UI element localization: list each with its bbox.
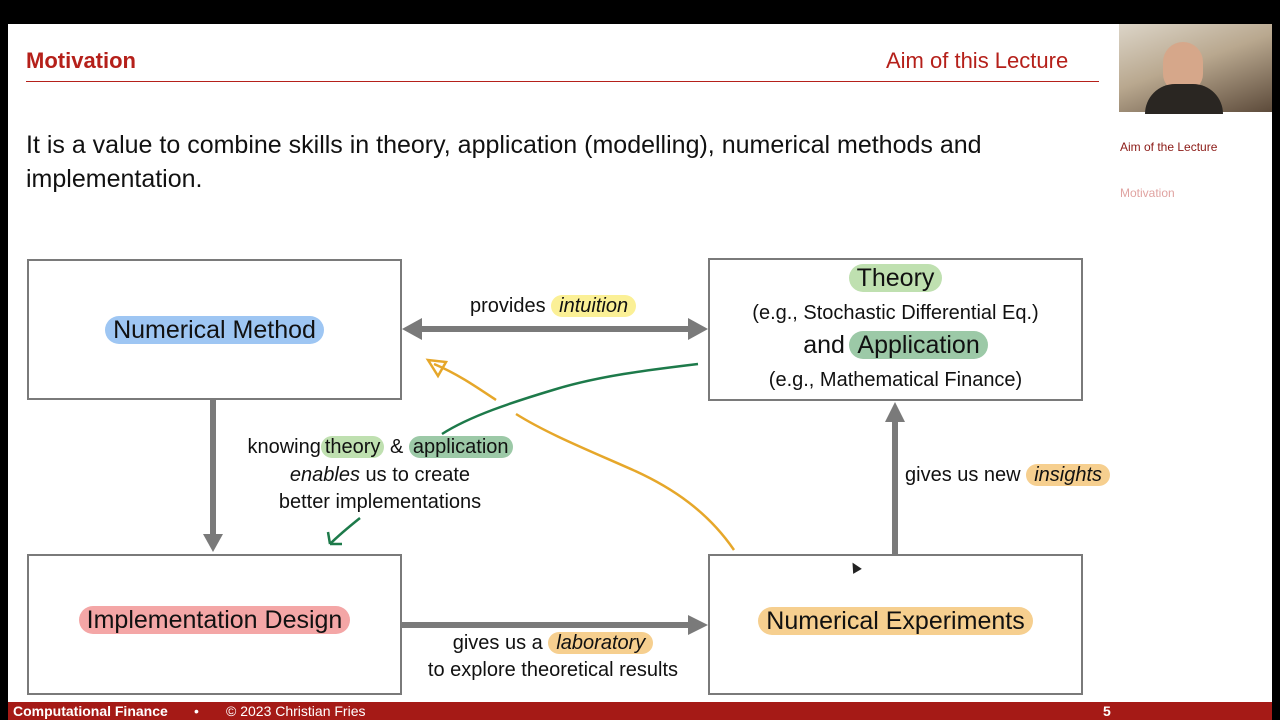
laboratory-line: gives us a laboratory <box>398 632 708 655</box>
green-ink-arrowhead <box>326 517 361 546</box>
theory-label: Theory <box>848 264 943 292</box>
implementation-design-box: Implementation Design <box>27 554 402 695</box>
orange-ink-arrowhead <box>425 358 449 379</box>
orange-ink-stroke-upper <box>433 362 497 402</box>
green-ink-stroke <box>441 362 699 436</box>
intuition-emph: intuition <box>551 295 637 317</box>
application-label: Application <box>849 331 988 359</box>
frame-title: Motivation <box>26 48 136 73</box>
numerical-experiments-label: Numerical Experiments <box>758 607 1033 635</box>
insights-prefix: gives us new <box>905 464 1021 486</box>
presenter-face <box>1163 42 1203 92</box>
diagram-arrows <box>203 318 905 635</box>
footer-bar: Computational Finance • © 2023 Christian… <box>8 702 1272 720</box>
webcam-video <box>1119 24 1272 114</box>
knowing-amp: & <box>390 436 404 458</box>
footer-copyright: © 2023 Christian Fries <box>226 703 366 719</box>
theory-application-box: Theory (e.g., Stochastic Differential Eq… <box>708 258 1083 401</box>
numerical-experiments-box: Numerical Experiments <box>708 554 1083 695</box>
arrow-gives-insights <box>885 402 905 554</box>
footer-page-number: 5 <box>1103 703 1111 719</box>
and-word: and <box>803 331 845 359</box>
numerical-method-label: Numerical Method <box>105 316 324 344</box>
slide: Motivation Aim of this Lecture It is a v… <box>8 24 1272 720</box>
knowing-theory: theory <box>320 436 385 458</box>
provides-intuition-label: provides intuition <box>470 295 637 318</box>
arrow-gives-laboratory <box>401 615 708 635</box>
knowing-prefix: knowing <box>247 436 321 458</box>
header-rule <box>26 81 1099 82</box>
sidebar-item-aim-of-the-lecture[interactable]: Aim of the Lecture <box>1120 140 1218 154</box>
numerical-method-box: Numerical Method <box>27 259 402 400</box>
enables-emph: enables <box>289 464 360 486</box>
arrow-provides-intuition <box>402 318 708 340</box>
sidebar-item-motivation[interactable]: Motivation <box>1120 186 1175 200</box>
explore-line: to explore theoretical results <box>427 659 679 681</box>
section-title: Aim of this Lecture <box>886 48 1069 73</box>
enables-line: enables us to create <box>230 464 530 487</box>
provides-prefix: provides <box>470 295 546 317</box>
gives-lab-prefix: gives us a <box>452 632 543 654</box>
enables-rest: us to create <box>365 464 471 486</box>
orange-ink-stroke-lower <box>515 412 736 551</box>
insights-label: gives us new insights <box>905 464 1110 487</box>
knowing-application: application <box>408 436 513 458</box>
laboratory-emph: laboratory <box>548 632 654 654</box>
arrow-knowing-to-implementation <box>203 400 223 552</box>
insights-emph: insights <box>1026 464 1110 486</box>
body-text: It is a value to combine skills in theor… <box>26 131 982 193</box>
footer-bullet: • <box>194 703 199 719</box>
implementation-design-label: Implementation Design <box>78 606 351 634</box>
footer-course: Computational Finance <box>13 703 168 719</box>
better-implementations: better implementations <box>278 491 482 513</box>
application-example: (e.g., Mathematical Finance) <box>768 369 1023 391</box>
presenter-shirt <box>1145 84 1223 114</box>
theory-example: (e.g., Stochastic Differential Eq.) <box>752 302 1039 324</box>
